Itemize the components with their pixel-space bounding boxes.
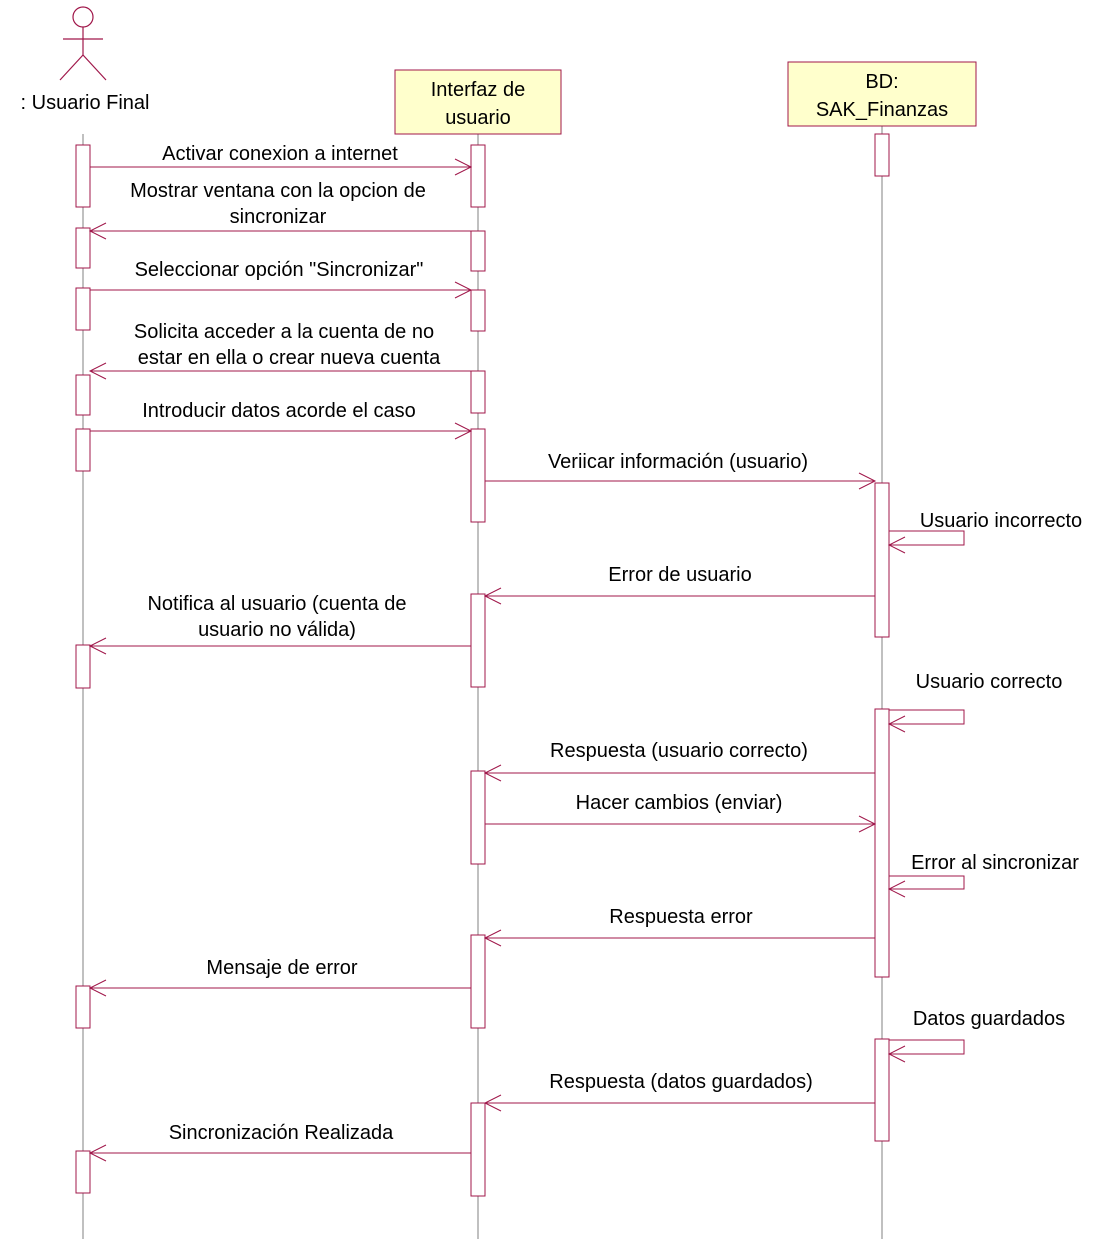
activation-bar [874,133,890,177]
activation-bar [75,144,91,208]
ui-object-box[interactable] [394,69,562,135]
activation-bar [874,708,890,978]
activation-bar [470,289,486,332]
message-label: Usuario correcto [916,671,1063,693]
message-label: Mostrar ventana con la opcion de [130,180,426,202]
actor-label: : Usuario Final [21,92,150,114]
ui-object-label-line-2: usuario [445,107,511,129]
message-label: Veriicar información (usuario) [548,451,808,473]
arrowhead-icon [88,362,107,380]
message-label: Error de usuario [608,564,751,586]
message-label: sincronizar [230,206,327,228]
message-label: Activar conexion a internet [162,143,398,165]
arrowhead-icon [88,637,107,655]
self-message-arrow [889,875,965,890]
db-object-label-line-1: BD: [865,71,898,93]
self-message-arrow [889,709,965,725]
arrowhead-icon [88,979,107,997]
message-label: Introducir datos acorde el caso [142,400,416,422]
activation-bar [470,593,486,688]
message-label: Error al sincronizar [911,852,1079,874]
db-object-box[interactable] [787,61,977,127]
arrowhead-icon [454,281,473,299]
activation-bar [470,770,486,865]
message-label: Sincronización Realizada [169,1122,394,1144]
activation-bar [470,934,486,1029]
self-message-arrow [889,1039,965,1055]
self-message-arrow [889,530,965,546]
activation-bar [75,1150,91,1194]
arrowhead-icon [887,1045,906,1063]
message-label: Notifica al usuario (cuenta de [147,593,406,615]
message-label: estar en ella o crear nueva cuenta [138,347,441,369]
activation-bar [470,230,486,272]
ui-object-label-line-1: Interfaz de [431,79,526,101]
activation-bar [470,144,486,208]
message-label: Mensaje de error [206,957,358,979]
arrowhead-icon [887,715,906,733]
activation-bar [470,428,486,523]
arrowhead-icon [483,587,502,605]
activation-bar [75,644,91,689]
message-label: Seleccionar opción "Sincronizar" [135,259,424,281]
arrowhead-icon [887,880,906,898]
message-label: usuario no válida) [198,619,356,641]
activation-bar [874,1038,890,1142]
message-label: Datos guardados [913,1008,1065,1030]
message-label: Respuesta error [609,906,753,928]
arrowhead-icon [454,158,473,176]
arrowhead-icon [887,536,906,554]
db-object-label-line-2: SAK_Finanzas [816,99,948,121]
message-label: Hacer cambios (enviar) [576,792,783,814]
arrowhead-icon [454,422,473,440]
arrowhead-icon [88,222,107,240]
arrowhead-icon [858,815,877,833]
arrowhead-icon [858,472,877,490]
arrowhead-icon [483,1094,502,1112]
arrowhead-icon [483,764,502,782]
activation-bar [874,482,890,638]
activation-bar [470,1102,486,1197]
activation-bar [75,374,91,416]
activation-bar [75,428,91,472]
activation-bar [75,227,91,269]
arrowhead-icon [88,1144,107,1162]
activation-bar [470,370,486,414]
activation-bar [75,287,91,331]
message-label: Usuario incorrecto [920,510,1082,532]
stick-figure-actor-icon [59,6,107,81]
message-label: Solicita acceder a la cuenta de no [134,321,434,343]
message-label: Respuesta (datos guardados) [549,1071,813,1093]
activation-bar [75,985,91,1029]
arrowhead-icon [483,929,502,947]
message-label: Respuesta (usuario correcto) [550,740,808,762]
